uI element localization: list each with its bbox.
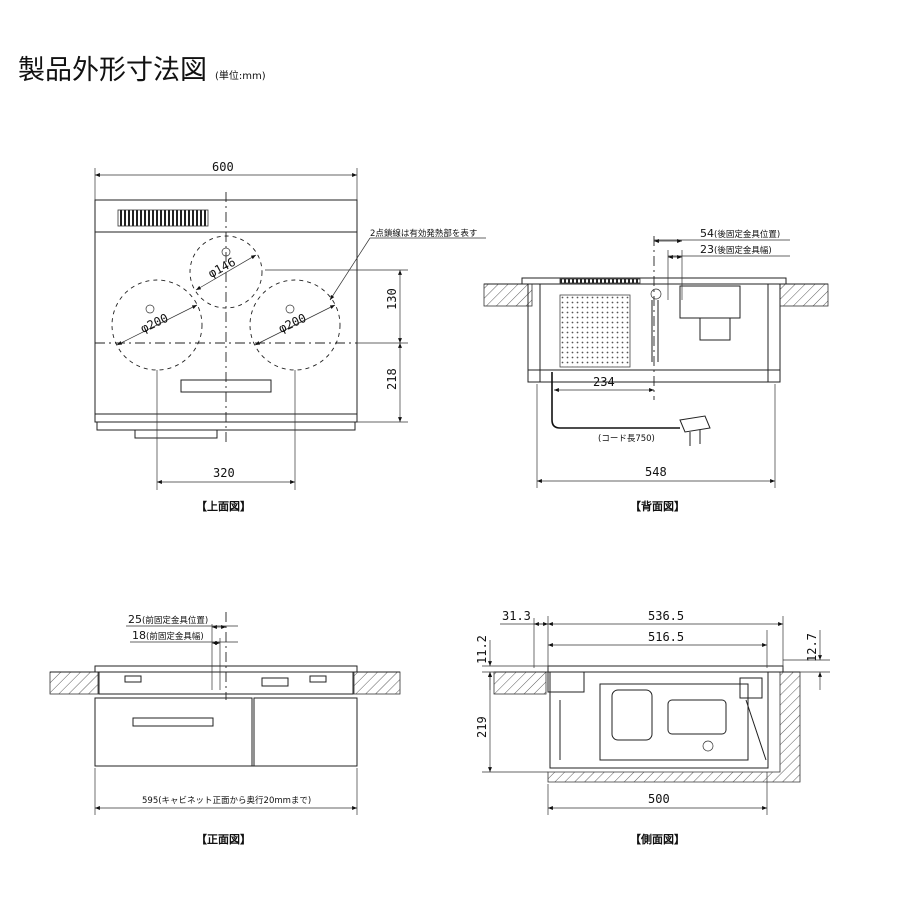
- dim-595-text: 595(キャビネット正面から奥行20mmまで): [142, 795, 311, 806]
- power-cord: [551, 372, 680, 429]
- dim-234-text: 234: [593, 375, 615, 389]
- side-top-plate: [547, 665, 784, 673]
- unit-note: (単位:mm): [215, 71, 266, 82]
- front-view: 25(前固定金具位置) 18(前固定金具幅) 595(キャビネット正面から奥行2…: [49, 612, 401, 846]
- burner-center: [189, 235, 263, 309]
- top-view-caption: 【上面図】: [196, 499, 251, 513]
- title-block: 製品外形寸法図 (単位:mm): [18, 48, 266, 87]
- dim-219-text: 219: [475, 716, 489, 738]
- burner-right-label: φ200: [276, 311, 308, 336]
- dim-25-text: 25(前固定金具位置): [128, 613, 208, 626]
- dim-218-text: 218: [385, 368, 399, 390]
- vent-grille: [117, 209, 209, 227]
- dim-31-3-text: 31.3: [502, 609, 531, 623]
- effective-heat-note: 2点鎖線は有効発熱部を表す: [370, 228, 477, 239]
- burner-center-label: φ146: [206, 255, 238, 281]
- top-view: 600 φ146 φ200 φ200 2点鎖線は有効発熱部を表す: [94, 160, 486, 513]
- dim-536-5-text: 536.5: [648, 609, 684, 623]
- control-panel: [180, 379, 272, 393]
- side-body: [549, 671, 769, 769]
- dim-500-text: 500: [648, 792, 670, 806]
- dim-23-text: 23(後固定金具幅): [700, 243, 772, 256]
- dim-320-text: 320: [213, 466, 235, 480]
- side-view-caption: 【側面図】: [630, 832, 685, 846]
- front-view-caption: 【正面図】: [196, 832, 251, 846]
- dim-516-5-text: 516.5: [648, 630, 684, 644]
- back-view: 54(後固定金具位置) 23(後固定金具幅) (コード長750) 234 548…: [483, 227, 829, 513]
- page-title: 製品外形寸法図: [18, 55, 207, 86]
- burner-left-label: φ200: [138, 311, 170, 336]
- dim-11-2-text: 11.2: [475, 635, 489, 664]
- dim-12-7-text: 12.7: [805, 633, 819, 662]
- back-mesh: [559, 294, 631, 368]
- back-view-caption: 【背面図】: [630, 499, 685, 513]
- dim-18-text: 18(前固定金具幅): [132, 629, 204, 642]
- burner-right: [249, 279, 341, 371]
- dim-548-text: 548: [645, 465, 667, 479]
- dim-130-text: 130: [385, 288, 399, 310]
- front-drawer: [94, 697, 253, 767]
- side-view: 31.3 536.5 516.5 11.2 219 12.7 500 【側面図】: [475, 609, 830, 846]
- dim-54-text: 54(後固定金具位置): [700, 227, 780, 240]
- burner-left: [111, 279, 203, 371]
- dim-600-text: 600: [212, 160, 234, 174]
- cord-length: (コード長750): [598, 434, 655, 444]
